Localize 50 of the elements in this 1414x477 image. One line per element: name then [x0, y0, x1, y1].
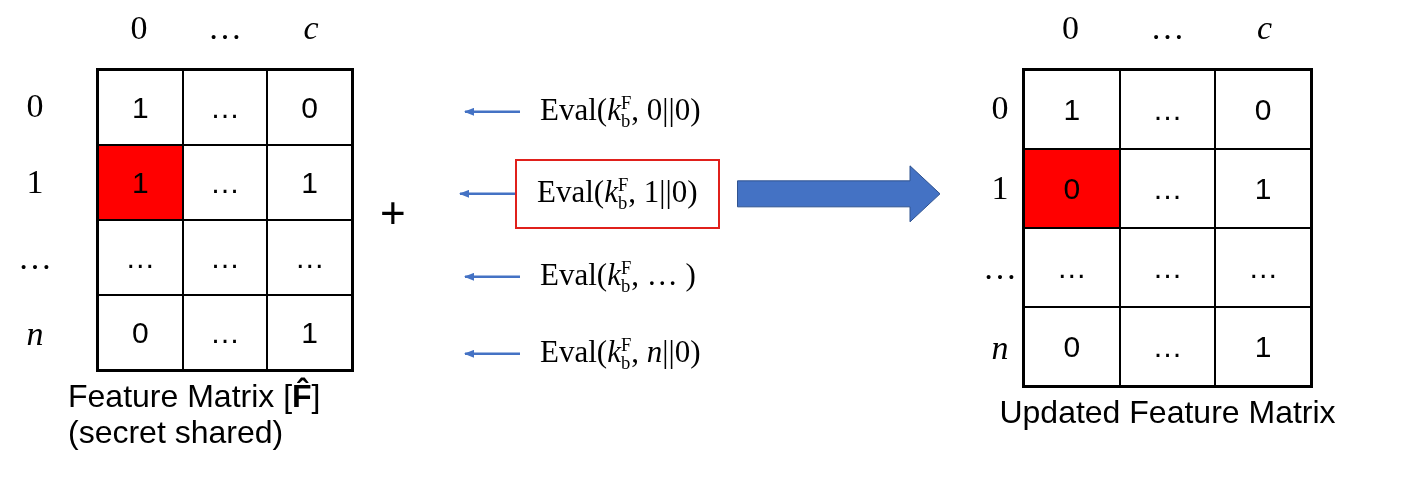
- row-header: …: [982, 248, 1018, 288]
- matrix-cell: …: [1024, 228, 1120, 307]
- highlighted-cell: 0: [1024, 149, 1120, 228]
- column-header: 0: [1061, 8, 1080, 48]
- matrix-cell: …: [182, 70, 268, 145]
- matrix-cell: 0: [98, 295, 183, 370]
- matrix-cell: …: [1119, 149, 1216, 228]
- arrow: [464, 107, 520, 116]
- row-header: 0: [990, 88, 1010, 128]
- column-header: …: [207, 8, 243, 48]
- arrow: [464, 272, 520, 281]
- matrix-cell: 1: [98, 70, 183, 145]
- highlighted-formula: Eval(k$_{b}$$^{F}$, 1||0): [515, 159, 720, 229]
- column-header: …: [1149, 8, 1186, 48]
- matrix-cell: …: [182, 295, 268, 370]
- block-arrow: [737, 165, 941, 223]
- column-header: c: [302, 8, 320, 48]
- matrix-cell: …: [1119, 70, 1216, 149]
- matrix-caption: Updated Feature Matrix: [999, 394, 1336, 430]
- row-header: n: [25, 314, 45, 354]
- matrix-cell: 1: [1215, 307, 1311, 386]
- arrow: [464, 349, 520, 358]
- column-header: 0: [129, 8, 149, 48]
- matrix-cell: 1: [1024, 70, 1120, 149]
- matrix-cell: 0: [1024, 307, 1120, 386]
- matrix-cell: …: [182, 220, 268, 295]
- matrix-cell: …: [1215, 228, 1311, 307]
- row-header: 1: [25, 162, 45, 202]
- formula-text: Eval(k$_{b}$$^{F}$, 0||0): [520, 79, 721, 145]
- matrix-cell: …: [267, 220, 352, 295]
- plus-sign: +: [380, 188, 406, 238]
- matrix-cell: …: [1119, 307, 1216, 386]
- matrix-cell: 0: [1215, 70, 1311, 149]
- row-header: …: [17, 238, 53, 278]
- matrix-caption: Feature Matrix [F̂] (secret shared): [68, 378, 322, 450]
- arrow: [459, 189, 515, 198]
- matrix-cell: …: [98, 220, 183, 295]
- matrix-cell: …: [182, 145, 268, 220]
- row-header: 0: [25, 86, 45, 126]
- row-header: 1: [990, 168, 1010, 208]
- formula-text: Eval(k$_{b}$$^{F}$, … ): [520, 244, 716, 310]
- column-header: c: [1255, 8, 1274, 48]
- matrix-cell: 0: [267, 70, 352, 145]
- matrix-cell: 1: [1215, 149, 1311, 228]
- formula-text: Eval(k$_{b}$$^{F}$, n||0): [520, 321, 721, 387]
- matrix-cell: 1: [267, 145, 352, 220]
- matrix-cell: 1: [267, 295, 352, 370]
- highlighted-cell: 1: [98, 145, 183, 220]
- matrix-cell: …: [1119, 228, 1216, 307]
- row-header: n: [990, 328, 1010, 368]
